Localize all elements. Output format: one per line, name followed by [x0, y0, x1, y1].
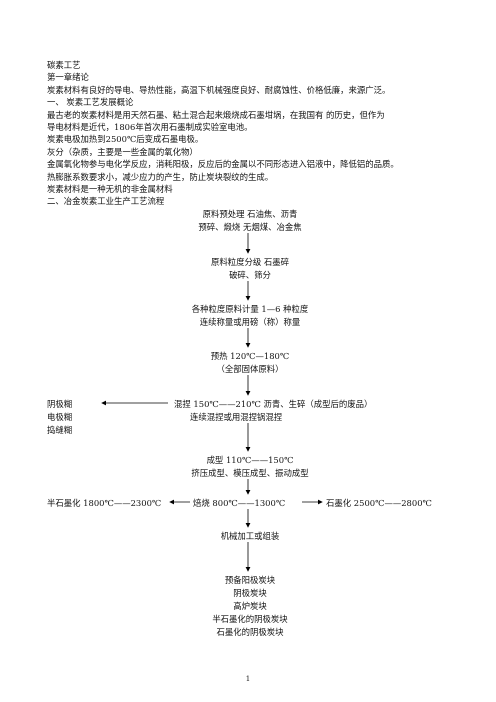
flow-step-preheat-1: 预热 120℃—180℃ [210, 351, 290, 361]
product-prebaked-anode: 预备阳极炭块 [224, 575, 276, 585]
text-line: 灰分（杂质，主要是一些金属的氧化物） [47, 146, 198, 157]
flow-step-pretreatment-1: 原料预处理 石油焦、沥青 [202, 209, 298, 219]
product-graphitized-cathode: 石墨化的阴极炭块 [216, 627, 284, 637]
chapter-heading: 第一章绪论 [47, 72, 89, 83]
text-line: 炭素电极加热到2500℃后变成石墨电极。 [47, 134, 204, 145]
paste-joint: 捣缝糊 [47, 425, 73, 435]
flow-step-grading-2: 破碎、筛分 [229, 270, 271, 280]
section-heading: 二、冶金炭素工业生产工艺流程 [47, 196, 165, 207]
flow-semi-graphitization: 半石墨化 1800℃——2300℃ [47, 498, 162, 508]
text-line: 最古老的炭素材料是用天然石墨、粘土混合起来煅烧成石墨坩埚，在我国有 的历史，但作… [47, 109, 385, 120]
flow-graphitization: 石墨化 2500℃——2800℃ [326, 498, 432, 508]
text-line: 炭素材料有良好的导电、导热性能，高温下机械强度良好、耐腐蚀性、价格低廉，来源广泛… [47, 84, 391, 95]
flow-step-machining: 机械加工或组装 [220, 531, 280, 541]
flow-step-kneading-method: 连续混捏或用混捏锅混捏 [190, 412, 283, 422]
flow-step-weighing-1: 各种粒度原料计量 1—6 种粒度 [191, 304, 309, 314]
intro-text: 碳素工艺 第一章绪论 炭素材料有良好的导电、导热性能，高温下机械强度良好、耐腐蚀… [47, 59, 467, 208]
text-line: 金属氧化物参与电化学反应，消耗阳极，反应后的金属以不同形态进入铝液中，降低铝的品… [47, 159, 399, 170]
flow-step-forming-2: 挤压成型、模压成型、振动成型 [191, 468, 309, 478]
flow-step-forming-1: 成型 110℃——150℃ [206, 455, 294, 465]
flow-step-preheat-2: （全部固体原料） [216, 364, 284, 374]
paste-electrode: 电极糊 [47, 412, 73, 422]
text-line: 热膨胀系数要求小，减少应力的产生，防止炭块裂纹的生成。 [47, 171, 274, 182]
flow-step-weighing-2: 连续称量或用磅（称）称量 [199, 317, 301, 327]
paste-cathode: 阴极糊 [47, 399, 73, 409]
text-line: 炭素材料是一种无机的非金属材料 [47, 184, 173, 195]
flow-step-baking: 焙烧 800℃——1300℃ [193, 498, 286, 508]
section-heading: 一、 炭素工艺发展概论 [47, 97, 134, 108]
text-line: 导电材料是近代，1806年首次用石墨制成实验室电池。 [47, 122, 253, 133]
flow-step-kneading: 混捏 150℃——210℃ 沥青、生碎（成型后的废品） [174, 399, 373, 409]
product-blast-furnace-block: 高炉炭块 [233, 601, 267, 611]
flow-step-pretreatment-2: 预碎、煅烧 无烟煤、冶金焦 [198, 222, 302, 232]
flow-step-grading-1: 原料粒度分级 石墨碎 [210, 257, 290, 267]
product-semi-graphitized-cathode: 半石墨化的阴极炭块 [212, 614, 288, 624]
page-number: 1 [245, 675, 251, 683]
doc-title: 碳素工艺 [47, 60, 81, 70]
product-cathode-block: 阴极炭块 [233, 588, 267, 598]
